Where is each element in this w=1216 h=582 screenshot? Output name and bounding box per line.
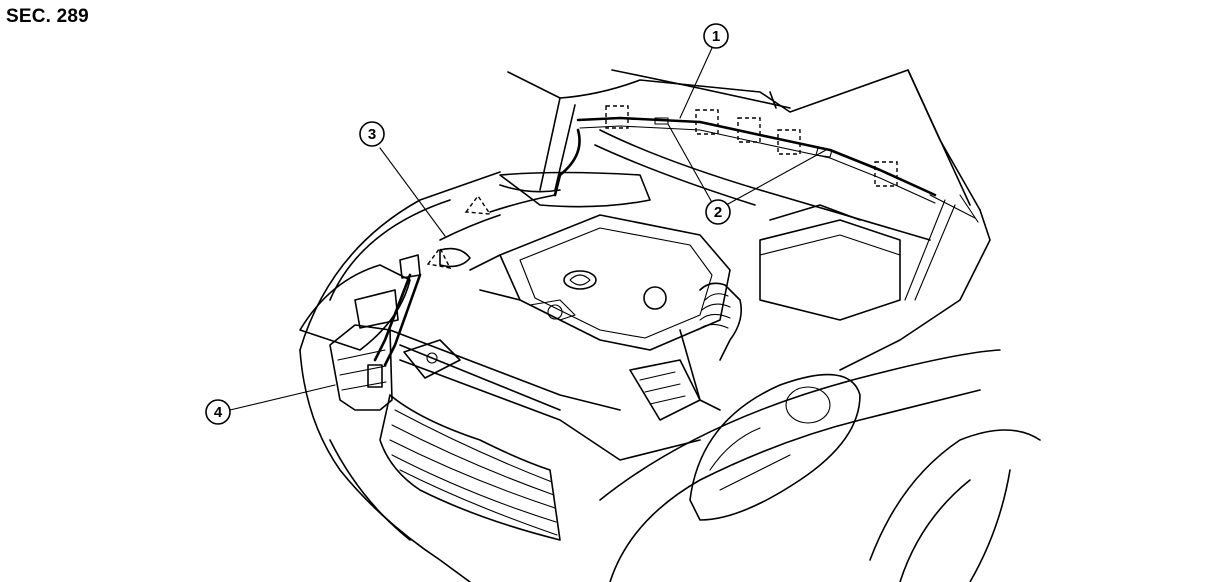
vehicle-body-outline bbox=[299, 171, 1041, 582]
callout-leaders bbox=[229, 47, 827, 411]
air-intake-duct bbox=[629, 282, 743, 421]
callout-4-number: 4 bbox=[214, 404, 223, 421]
section-label: SEC. 289 bbox=[6, 6, 89, 27]
battery bbox=[759, 204, 901, 321]
callout-1-number: 1 bbox=[712, 28, 720, 45]
callout-2-number: 2 bbox=[714, 204, 722, 221]
washer-tank bbox=[329, 289, 399, 411]
callout-3: 3 bbox=[359, 121, 385, 147]
callout-4: 4 bbox=[205, 399, 231, 425]
engine-cover bbox=[469, 214, 731, 351]
raised-hood bbox=[507, 69, 981, 211]
cowl-top bbox=[499, 129, 931, 241]
callout-2: 2 bbox=[705, 199, 731, 225]
right-headlight bbox=[689, 373, 861, 521]
callout-3-number: 3 bbox=[368, 126, 376, 143]
hose-clip-boxes bbox=[426, 105, 898, 269]
hood-stay bbox=[904, 194, 979, 301]
front-grille bbox=[379, 359, 701, 541]
radiator-support bbox=[389, 329, 621, 411]
washer-hose bbox=[489, 116, 937, 213]
washer-reservoir-filler bbox=[373, 214, 501, 367]
left-headlight bbox=[299, 264, 411, 351]
callout-1: 1 bbox=[703, 23, 729, 49]
